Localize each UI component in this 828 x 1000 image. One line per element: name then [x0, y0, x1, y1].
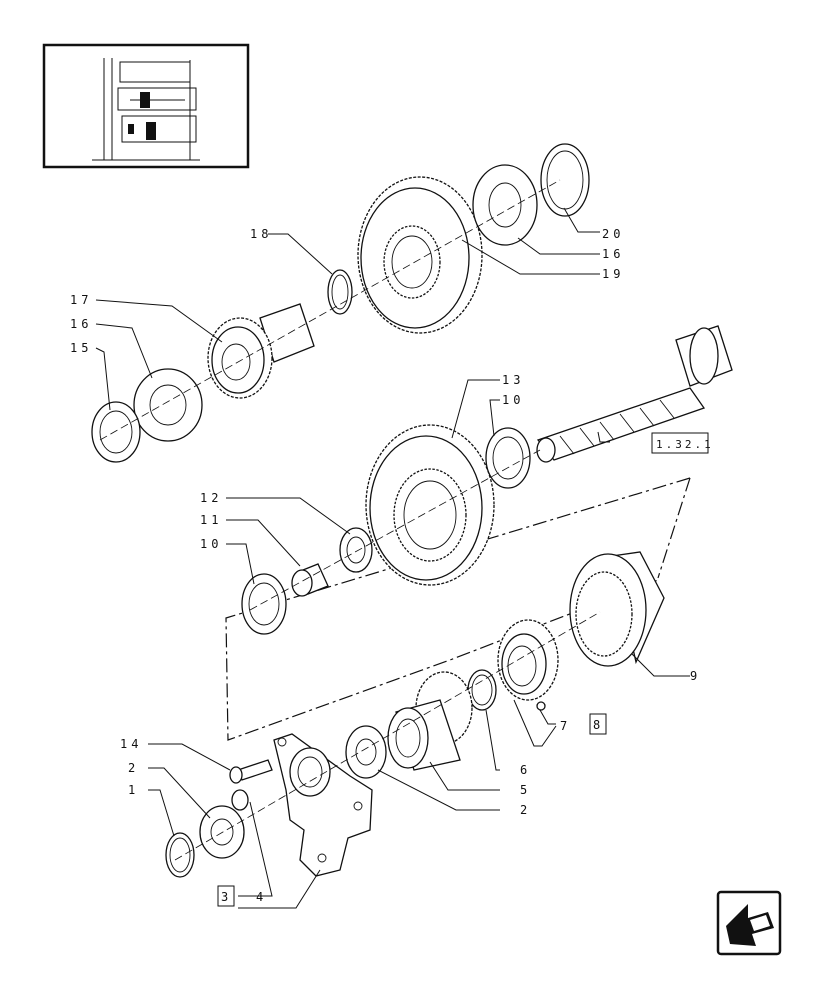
label-7: 7: [560, 719, 571, 733]
label-1: 1: [128, 783, 139, 797]
label-17: 17: [70, 293, 92, 307]
ball-7[interactable]: [536, 701, 546, 711]
label-5: 5: [520, 783, 531, 797]
box-3[interactable]: [217, 885, 235, 907]
gear-17[interactable]: [207, 303, 315, 399]
label-20: 20: [602, 227, 624, 241]
reference-label: 1.32.1: [656, 438, 714, 451]
spacer-11[interactable]: [291, 563, 329, 597]
label-18: 18: [250, 227, 272, 241]
label-10-upper: 10: [502, 393, 524, 407]
bearing-2-lower[interactable]: [199, 805, 245, 859]
hub-gear-7[interactable]: [497, 619, 559, 701]
washer-10-upper[interactable]: [485, 427, 531, 489]
label-8: 8: [593, 718, 604, 732]
bush-4[interactable]: [231, 789, 249, 811]
needle-cage-12[interactable]: [339, 527, 373, 573]
label-9: 9: [690, 669, 701, 683]
assembly-boundary: [657, 477, 691, 579]
label-11: 11: [200, 513, 222, 527]
snap-ring-6[interactable]: [467, 669, 497, 711]
label-4: 4: [256, 890, 267, 904]
leader-lines: [95, 207, 690, 909]
back-arrow-icon[interactable]: [716, 890, 782, 956]
label-16-left: 16: [70, 317, 92, 331]
gear-13[interactable]: [365, 424, 495, 586]
washer-10-lower[interactable]: [241, 573, 287, 635]
pinion-shaft[interactable]: [536, 325, 733, 463]
label-3: 3: [221, 890, 232, 904]
washer-15[interactable]: [91, 401, 141, 463]
bearing-16-upper[interactable]: [472, 164, 538, 246]
label-12: 12: [200, 491, 222, 505]
label-2-right: 2: [520, 803, 531, 817]
label-13: 13: [502, 373, 524, 387]
label-2-left: 2: [128, 761, 139, 775]
circlip-18[interactable]: [327, 269, 353, 315]
driven-gear-19[interactable]: [357, 176, 483, 334]
gear-5[interactable]: [387, 671, 473, 771]
screw-14[interactable]: [229, 759, 273, 784]
snap-ring-1[interactable]: [165, 832, 195, 878]
label-6: 6: [520, 763, 531, 777]
label-19: 19: [602, 267, 624, 281]
label-16-right: 16: [602, 247, 624, 261]
label-10-lower: 10: [200, 537, 222, 551]
snap-ring-20[interactable]: [540, 143, 590, 217]
bearing-2-upper[interactable]: [345, 725, 387, 779]
bearing-16-lower[interactable]: [133, 368, 203, 442]
assembly-axes: [99, 179, 601, 861]
assembly-location-thumbnail[interactable]: [42, 43, 250, 169]
coupling-sleeve-9[interactable]: [569, 551, 665, 667]
reference-box[interactable]: [651, 432, 709, 454]
label-15: 15: [70, 341, 92, 355]
support-housing-3[interactable]: [273, 733, 373, 877]
box-8[interactable]: [589, 713, 607, 735]
label-14: 14: [120, 737, 142, 751]
